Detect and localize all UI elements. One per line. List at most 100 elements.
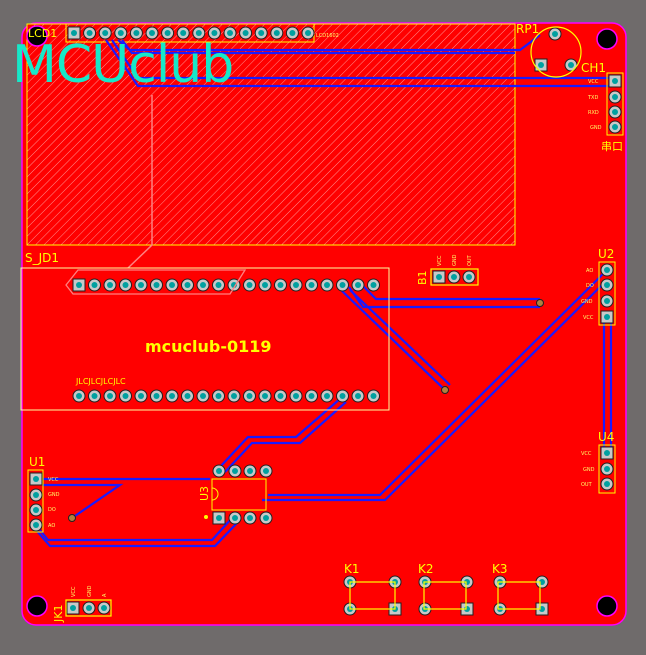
lcd-pad: [67, 26, 81, 40]
key-pad: [535, 602, 549, 616]
ch1-outline: [606, 72, 624, 136]
jk1-pad: [66, 601, 80, 615]
u2-pad: [600, 263, 614, 277]
u1-pad: [29, 472, 43, 486]
lcd-pad: [129, 26, 143, 40]
sjd1-top-pad: [243, 278, 256, 292]
k3-ref: K3: [492, 562, 508, 576]
ch1-pin2-label: TXD: [587, 95, 598, 101]
via: [68, 514, 76, 522]
jlc-mark: JLCJLCJLCJLC: [75, 377, 126, 386]
u1-pad: [29, 488, 43, 502]
b1-outline: [430, 268, 479, 286]
jk1-outline: [65, 599, 112, 617]
u4-pad: [600, 462, 614, 476]
sjd1-bottom-pad: [72, 389, 86, 403]
sjd1-bottom-pad: [212, 389, 225, 403]
sjd1-top-pad: [72, 278, 86, 292]
b1-pin2-label: GND: [452, 254, 458, 266]
jk1-ref: JK1: [52, 605, 65, 623]
u3-pad: [228, 464, 242, 478]
u1-ref: U1: [29, 455, 45, 469]
u2-pin1-label: AO: [586, 268, 593, 274]
u1-pin4-label: AO: [48, 523, 55, 529]
u2-pad: [600, 278, 614, 292]
sjd1-bottom-pad: [243, 389, 256, 403]
lcd-keepout-line: [127, 95, 153, 269]
ch1-pad: [608, 105, 622, 119]
sjd1-bottom-pad: [274, 389, 287, 403]
u2-outline: [598, 261, 616, 326]
key-k3[interactable]: K3: [492, 562, 541, 610]
u3-pin1-dot: [204, 515, 208, 519]
u2-pin2-label: DO: [586, 283, 594, 289]
sjd1-top-pad: [181, 278, 194, 292]
sjd1-bottom-pad: [336, 389, 349, 403]
sjd1-top-pad: [212, 278, 225, 292]
lcd-pad: [285, 26, 299, 40]
sjd1-top-pad: [88, 278, 101, 292]
sjd1-top-pad: [336, 278, 349, 292]
mounting-hole: [596, 595, 618, 617]
lcd-pad: [83, 26, 97, 40]
rp1-pad: [564, 58, 578, 72]
sjd1-bottom-pad: [351, 389, 365, 403]
lcd-pad: [114, 26, 128, 40]
u1-pin2-label: GND: [48, 492, 60, 498]
u3-pad: [259, 511, 273, 525]
ch1-ref: CH1: [581, 61, 606, 75]
lcd-pad: [207, 26, 221, 40]
u4-pad: [600, 446, 614, 460]
key-k2[interactable]: K2: [418, 562, 467, 610]
u2-pad: [600, 310, 614, 324]
sjd1-top-pad: [165, 278, 179, 292]
sjd1-bottom-pad: [119, 389, 132, 403]
ch1-pin3-label: RXD: [588, 110, 599, 116]
lcd-pad: [192, 26, 206, 40]
sjd1-top-pad: [367, 278, 380, 292]
ch1-pad: [608, 120, 622, 134]
lcd-pad: [270, 26, 284, 40]
u1-pad: [29, 503, 43, 517]
via: [441, 386, 449, 394]
sjd1-keepout: [65, 269, 247, 295]
u3-notch: [211, 487, 219, 501]
lcd-pad: [145, 26, 159, 40]
sjd1-bottom-pad: [196, 389, 210, 403]
mounting-hole: [596, 28, 618, 50]
sjd1-bottom-pad: [181, 389, 194, 403]
lcd-pad: [161, 26, 175, 40]
jk1-pin1-label: VCC: [71, 586, 77, 597]
sjd1-top-pad: [305, 278, 318, 292]
u3-pad: [212, 511, 226, 525]
u3-ref: U3: [198, 486, 211, 501]
mcuclub-logo: MCUclub: [12, 35, 233, 95]
u2-pad: [600, 294, 614, 308]
key-k1[interactable]: K1: [344, 562, 396, 610]
sjd1-bottom-pad: [320, 389, 334, 403]
sjd1-top-pad: [258, 278, 272, 292]
u1-pin1-label: VCC: [48, 477, 59, 483]
via: [536, 299, 544, 307]
u3-pad: [212, 464, 226, 478]
ch1-pin1-label: VCC: [588, 79, 599, 85]
lcd-pad: [176, 26, 190, 40]
u3-pad: [228, 511, 242, 525]
u2-pin3-label: GND: [581, 299, 593, 305]
traces: [35, 34, 613, 548]
sjd1-top-pad: [289, 278, 303, 292]
lcd-pad: [98, 26, 112, 40]
u4-pin3-label: OUT: [581, 482, 593, 488]
sjd1-top-pad: [103, 278, 117, 292]
lcd-pad: [301, 26, 315, 40]
u1-pad: [29, 518, 43, 532]
b1-pad: [462, 270, 476, 284]
sjd1-top-pad: [196, 278, 210, 292]
lcd-outline: [26, 23, 516, 246]
sjd1-bottom-pad: [227, 389, 241, 403]
k1-ref: K1: [344, 562, 360, 576]
u3-outline: [211, 478, 267, 511]
lcd-pad: [239, 26, 253, 40]
jk1-pin3-label: A: [102, 593, 108, 597]
